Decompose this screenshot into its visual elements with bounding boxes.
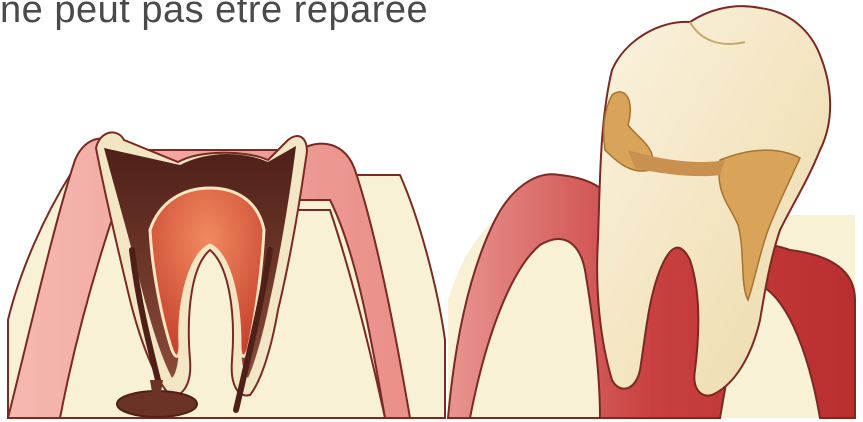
periodontal-tooth-figure <box>448 6 855 418</box>
decayed-tooth-figure <box>8 132 445 418</box>
